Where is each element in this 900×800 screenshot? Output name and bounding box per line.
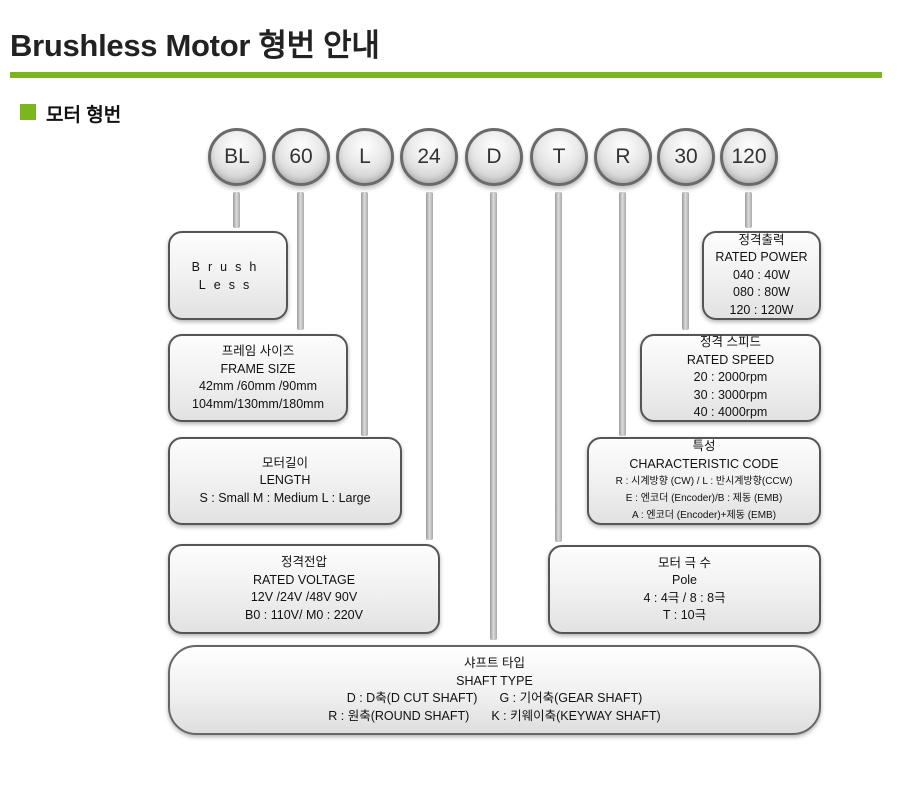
- code-circle-shaft: D: [465, 128, 523, 186]
- shaft-type-title-ko: 샤프트 타입: [464, 656, 525, 670]
- code-circle-voltage: 24: [400, 128, 458, 186]
- pole-box: 모터 극 수 Pole 4 : 4극 / 8 : 8극 T : 10극: [548, 545, 821, 634]
- pole-title-en: Pole: [671, 573, 698, 587]
- code-circle-speed: 30: [657, 128, 715, 186]
- characteristic-value-2: E : 엔코더 (Encoder)/B : 제동 (EMB): [625, 493, 783, 504]
- brushless-line-2: Less: [198, 277, 258, 292]
- brushless-line-1: Brush: [191, 259, 265, 274]
- length-title-en: LENGTH: [259, 473, 311, 488]
- shaft-type-g: G : 기어축(GEAR SHAFT): [499, 691, 643, 705]
- pole-value-1: 4 : 4극 / 8 : 8극: [643, 590, 726, 605]
- connector-voltage: [426, 192, 433, 540]
- shaft-type-row-1: D : D축(D CUT SHAFT) G : 기어축(GEAR SHAFT): [347, 690, 643, 708]
- shaft-type-box: 샤프트 타입 SHAFT TYPE D : D축(D CUT SHAFT) G …: [168, 645, 821, 735]
- characteristic-value-3: A : 엔코더 (Encoder)+제동 (EMB): [631, 510, 777, 521]
- connector-pole: [555, 192, 562, 542]
- pole-value-2: T : 10극: [662, 608, 707, 622]
- frame-size-values-2: 104mm/130mm/180mm: [192, 396, 324, 411]
- characteristic-value-1: R : 시계방향 (CW) / L : 반시계방향(CCW): [615, 476, 793, 487]
- rated-power-value-3: 120 : 120W: [729, 302, 794, 317]
- frame-size-values-1: 42mm /60mm /90mm: [198, 379, 318, 393]
- connector-length: [361, 192, 368, 436]
- shaft-type-row-2: R : 원축(ROUND SHAFT) K : 키웨이축(KEYWAY SHAF…: [328, 708, 660, 726]
- shaft-type-k: K : 키웨이축(KEYWAY SHAFT): [491, 708, 661, 723]
- rated-power-box: 정격출력 RATED POWER 040 : 40W 080 : 80W 120…: [702, 231, 821, 320]
- rated-voltage-values-1: 12V /24V /48V 90V: [250, 590, 358, 604]
- code-circle-frame: 60: [272, 128, 330, 186]
- connector-speed: [682, 192, 689, 330]
- code-circle-characteristic: R: [594, 128, 652, 186]
- code-circle-length: L: [336, 128, 394, 186]
- length-title-ko: 모터길이: [261, 455, 308, 470]
- rated-speed-value-1: 20 : 2000rpm: [693, 370, 768, 385]
- frame-size-title-en: FRAME SIZE: [220, 361, 296, 376]
- frame-size-box: 프레임 사이즈 FRAME SIZE 42mm /60mm /90mm 104m…: [168, 334, 348, 422]
- rated-speed-box: 정격 스피드 RATED SPEED 20 : 2000rpm 30 : 300…: [640, 334, 821, 422]
- section-marker-square: [20, 104, 36, 120]
- section-title: 모터 형번: [46, 105, 122, 126]
- rated-speed-value-2: 30 : 3000rpm: [693, 387, 768, 402]
- rated-power-value-1: 040 : 40W: [733, 267, 790, 282]
- rated-voltage-title-ko: 정격전압: [280, 555, 327, 569]
- rated-speed-title-ko: 정격 스피드: [700, 335, 761, 350]
- pole-title-ko: 모터 극 수: [658, 555, 711, 570]
- rated-power-value-2: 080 : 80W: [733, 285, 790, 300]
- title-underline: [10, 72, 882, 78]
- characteristic-title-en: CHARACTERISTIC CODE: [629, 456, 779, 471]
- rated-voltage-values-2: B0 : 110V/ M0 : 220V: [245, 607, 363, 622]
- rated-voltage-title-en: RATED VOLTAGE: [252, 572, 356, 587]
- characteristic-box: 특성 CHARACTERISTIC CODE R : 시계방향 (CW) / L…: [587, 437, 821, 525]
- connector-frame: [297, 192, 304, 330]
- brushless-box: Brush Less: [168, 231, 288, 320]
- shaft-type-d: D : D축(D CUT SHAFT): [346, 691, 478, 705]
- shaft-type-title-en: SHAFT TYPE: [456, 673, 533, 688]
- frame-size-title-ko: 프레임 사이즈: [221, 344, 295, 358]
- rated-speed-title-en: RATED SPEED: [686, 352, 775, 367]
- shaft-type-r: R : 원축(ROUND SHAFT): [328, 708, 470, 723]
- code-circle-series: BL: [208, 128, 266, 186]
- connector-characteristic: [619, 192, 626, 436]
- rated-speed-value-3: 40 : 4000rpm: [693, 405, 768, 420]
- characteristic-title-ko: 특성: [692, 439, 716, 453]
- code-circle-power: 120: [720, 128, 778, 186]
- rated-power-title-en: RATED POWER: [715, 250, 808, 265]
- rated-voltage-box: 정격전압 RATED VOLTAGE 12V /24V /48V 90V B0 …: [168, 544, 440, 634]
- rated-power-title-ko: 정격출력: [738, 232, 785, 247]
- length-values: S : Small M : Medium L : Large: [199, 490, 371, 505]
- page-title: Brushless Motor 형번 안내: [10, 28, 380, 63]
- length-box: 모터길이 LENGTH S : Small M : Medium L : Lar…: [168, 437, 402, 525]
- connector-shaft: [490, 192, 497, 640]
- code-circle-pole: T: [530, 128, 588, 186]
- connector-series: [233, 192, 240, 228]
- connector-power: [745, 192, 752, 228]
